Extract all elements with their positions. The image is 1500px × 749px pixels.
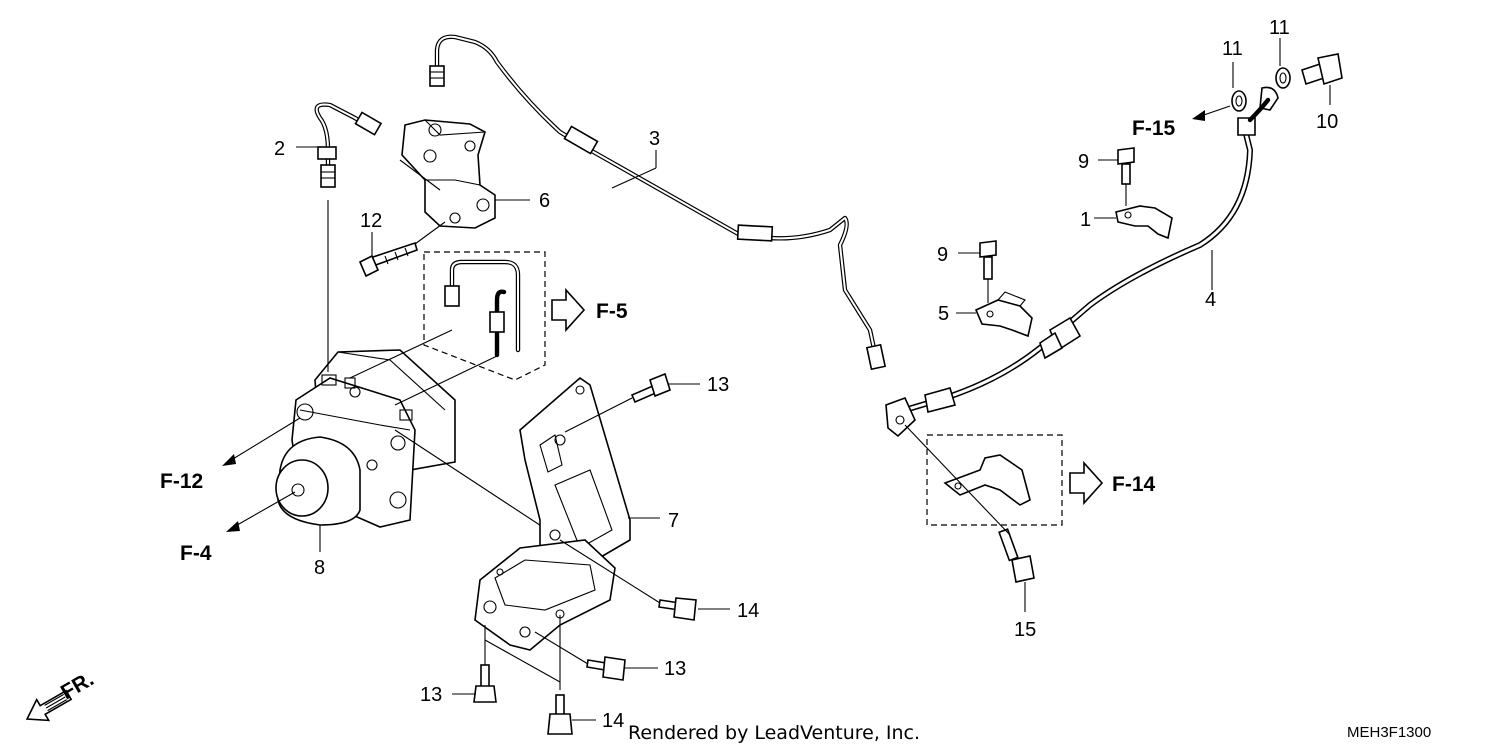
callout-8[interactable]: 8 <box>314 557 325 579</box>
callout-2[interactable]: 2 <box>274 138 285 160</box>
callout-12[interactable]: 12 <box>360 210 382 232</box>
f4-arrow <box>226 491 296 532</box>
f14-detail-box <box>926 434 1063 526</box>
callout-6[interactable]: 6 <box>539 190 550 212</box>
ref-f14-label[interactable]: F-14 <box>1112 473 1156 496</box>
f12-arrow <box>222 417 301 466</box>
callout-13-upper[interactable]: 13 <box>707 374 729 396</box>
brake-hose-4[interactable] <box>885 86 1279 438</box>
callout-4[interactable]: 4 <box>1205 289 1216 311</box>
joint-block-6[interactable] <box>399 119 496 229</box>
f14-arrow <box>1069 460 1104 506</box>
clamp-5[interactable] <box>974 291 1033 338</box>
clamp-1[interactable] <box>1115 205 1173 240</box>
leader-f5-abs-1 <box>349 329 453 379</box>
callout-9-upper[interactable]: 9 <box>1078 151 1089 173</box>
washer-11-right[interactable] <box>1275 67 1291 89</box>
ref-f12-label[interactable]: F-12 <box>160 470 203 493</box>
bolt-14-upper[interactable] <box>559 539 697 621</box>
callout-14-upper[interactable]: 14 <box>737 600 759 622</box>
ref-f15-label[interactable]: F-15 <box>1132 117 1176 140</box>
bolt-13-lower[interactable] <box>473 625 561 703</box>
bolt-9-upper[interactable] <box>1117 147 1135 206</box>
washer-11-left[interactable] <box>1231 90 1247 112</box>
brake-pipe-3[interactable] <box>429 34 887 371</box>
leader-f5-abs-2 <box>394 355 498 406</box>
f15-arrow <box>1192 105 1231 121</box>
f5-arrow <box>551 287 586 333</box>
front-direction-arrow <box>25 689 73 722</box>
callout-5[interactable]: 5 <box>938 303 949 325</box>
callout-13-mid[interactable]: 13 <box>664 658 686 680</box>
callout-14-lower[interactable]: 14 <box>602 710 624 732</box>
callout-15[interactable]: 15 <box>1014 619 1036 641</box>
leader-3-b <box>611 167 657 189</box>
ref-f5-label[interactable]: F-5 <box>596 300 628 323</box>
callout-9-lower[interactable]: 9 <box>937 244 948 266</box>
bolt-12[interactable] <box>358 221 446 278</box>
bolt-10[interactable] <box>1301 53 1343 86</box>
render-credit: Rendered by LeadVenture, Inc. <box>628 722 920 744</box>
callout-11-left[interactable]: 11 <box>1222 38 1243 60</box>
bolt-14-lower[interactable] <box>547 615 573 735</box>
callout-7[interactable]: 7 <box>668 510 679 532</box>
leader-abs-bracket <box>394 429 556 536</box>
callout-13-lower[interactable]: 13 <box>420 684 442 706</box>
callout-1[interactable]: 1 <box>1080 209 1091 231</box>
callout-3[interactable]: 3 <box>649 128 660 150</box>
bolt-13-upper[interactable] <box>564 372 671 433</box>
brake-pipe-2[interactable] <box>314 102 383 188</box>
diagram-code: MEH3F1300 <box>1347 724 1431 741</box>
abs-bracket-7[interactable] <box>474 376 631 651</box>
f5-detail-box <box>423 251 546 381</box>
bolt-9-lower[interactable] <box>979 240 997 303</box>
ref-f4-label[interactable]: F-4 <box>180 542 212 565</box>
bolt-15[interactable] <box>998 528 1035 583</box>
callout-11-right[interactable]: 11 <box>1269 17 1290 39</box>
leader-15 <box>904 424 1011 536</box>
bolt-13-mid[interactable] <box>534 631 626 681</box>
abs-modulator-8[interactable] <box>275 349 456 528</box>
callout-10[interactable]: 10 <box>1316 111 1338 133</box>
